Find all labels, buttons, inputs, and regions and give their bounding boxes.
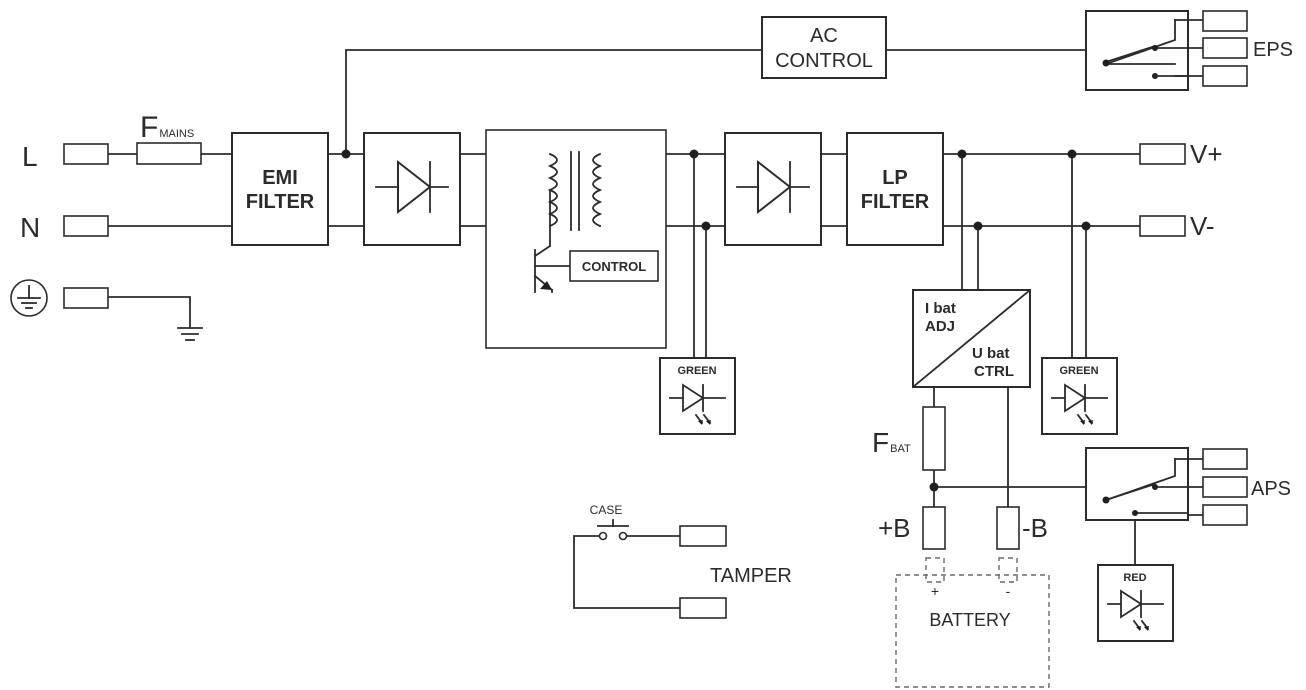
tamper-switch — [597, 519, 629, 541]
fuse-mains-label: FMAINS — [140, 111, 194, 144]
ac-control-block — [761, 16, 887, 79]
v-plus-label: V+ — [1190, 139, 1223, 169]
line-label: L — [22, 141, 38, 172]
fuse-bat — [922, 406, 946, 471]
minus-b-label: -B — [1022, 513, 1048, 543]
ibat-label-2: ADJ — [925, 318, 955, 335]
terminal-aps-no — [1202, 504, 1248, 526]
tamper-label: TAMPER — [710, 565, 792, 587]
terminal-aps-nc — [1202, 448, 1248, 470]
ubat-label-1: U bat — [972, 345, 1010, 362]
output-rectifier — [724, 132, 822, 246]
terminal-minus-b — [996, 506, 1020, 550]
green-led-2 — [1041, 357, 1118, 435]
ground-icon — [177, 327, 203, 341]
red-led — [1097, 564, 1174, 642]
battery-label: BATTERY — [929, 610, 1010, 630]
terminal-eps-nc — [1202, 10, 1248, 32]
ubat-label-2: CTRL — [974, 363, 1014, 380]
input-rectifier — [363, 132, 461, 246]
case-label: CASE — [590, 503, 623, 517]
control-block — [569, 250, 659, 282]
terminal-l — [63, 143, 109, 165]
earth-icon — [10, 279, 48, 317]
terminal-eps-no — [1202, 65, 1248, 87]
neutral-label: N — [20, 212, 40, 243]
terminal-n — [63, 215, 109, 237]
lp-filter-label-1: LP — [882, 167, 908, 189]
green-led-1 — [659, 357, 736, 435]
emi-filter-block — [231, 132, 329, 246]
control-label: CONTROL — [582, 259, 646, 274]
terminal-v-minus — [1139, 215, 1186, 237]
terminal-tamper-1 — [679, 525, 727, 547]
aps-relay — [1085, 447, 1204, 521]
terminal-aps-c — [1202, 476, 1248, 498]
green-led-1-label: GREEN — [677, 365, 716, 377]
green-led-2-label: GREEN — [1059, 365, 1098, 377]
ac-control-label-1: AC — [810, 25, 838, 47]
battery-dashed-outline — [895, 557, 1050, 688]
junction-dots — [341, 149, 1091, 492]
aps-label: APS — [1251, 478, 1291, 500]
v-minus-label: V- — [1190, 211, 1215, 241]
ac-control-label-2: CONTROL — [775, 50, 873, 72]
terminal-eps-c — [1202, 37, 1248, 59]
lp-filter-block — [846, 132, 944, 246]
lp-filter-label-2: FILTER — [861, 191, 930, 213]
terminal-plus-b — [922, 506, 946, 550]
fuse-mains — [136, 142, 202, 165]
eps-label: EPS — [1253, 39, 1293, 61]
converter-block — [485, 129, 667, 349]
ibat-label-1: I bat — [925, 300, 956, 317]
eps-relay — [1085, 10, 1204, 91]
plus-b-label: +B — [878, 513, 911, 543]
fuse-bat-label: FBAT — [872, 427, 911, 458]
emi-filter-label-2: FILTER — [246, 191, 315, 213]
terminal-tamper-2 — [679, 597, 727, 619]
red-led-label: RED — [1123, 572, 1146, 584]
terminal-v-plus — [1139, 143, 1186, 165]
battery-minus-label: - — [1006, 583, 1011, 599]
battery-charger-block — [911, 288, 1032, 389]
terminal-pe — [63, 287, 109, 309]
battery-plus-label: + — [931, 583, 939, 599]
emi-filter-label-1: EMI — [262, 167, 298, 189]
